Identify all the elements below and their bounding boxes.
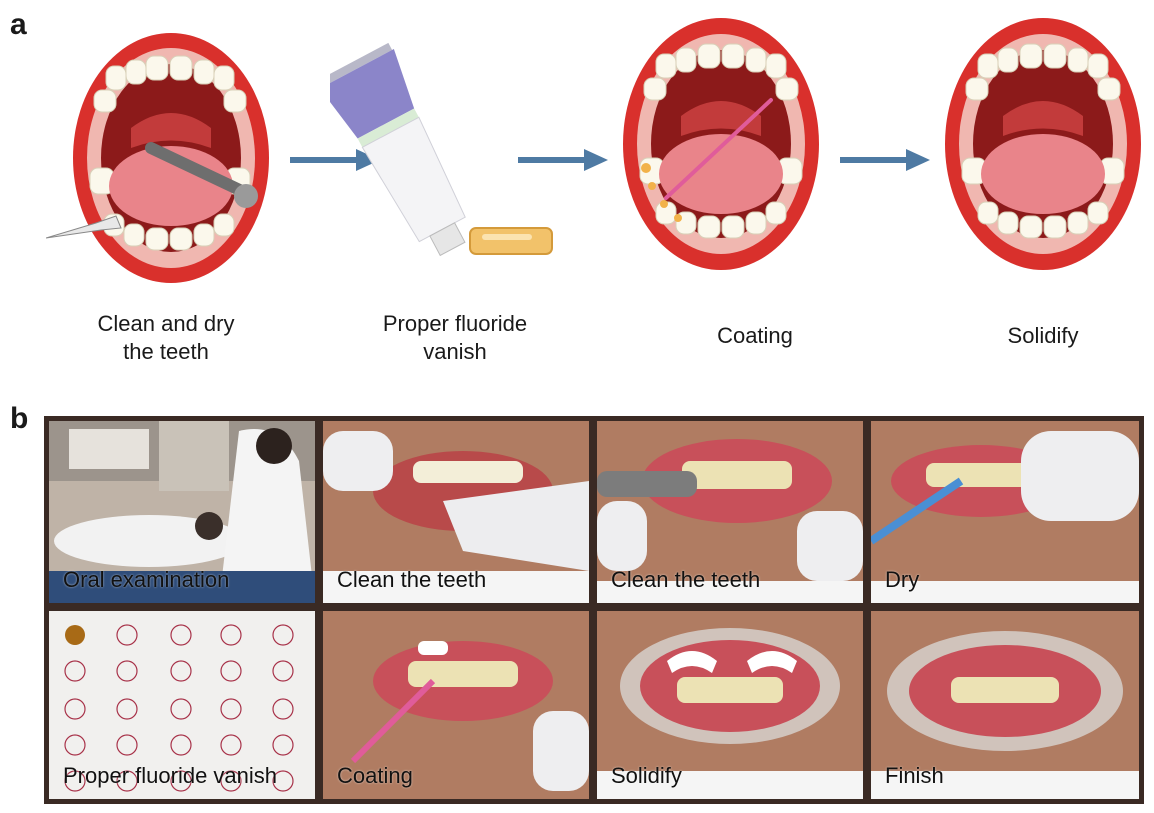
photo-clean-the-teeth-2: Clean the teeth [597,421,863,603]
photo-caption: Dry [885,567,920,592]
photo-caption: Solidify [611,763,682,788]
arrow-right-icon [290,149,380,171]
photo-clean-the-teeth-1: Clean the teeth [323,421,589,603]
photo-coating: Coating [323,611,589,799]
step-label-line: vanish [423,339,487,364]
photo-scene [871,631,1139,799]
step-label-clean-and-dry: Clean and dry the teeth [56,310,276,366]
mouth-cleaning-illustration [46,33,269,283]
panel-b-letter: b [10,402,29,435]
step-label-line: Coating [717,323,793,348]
photo-caption: Clean the teeth [337,567,487,592]
photo-scene [871,431,1139,603]
photo-oral-examination: Oral examination [49,421,315,603]
step-label-line: the teeth [123,339,209,364]
step-label-solidify: Solidify [933,322,1153,350]
photo-caption: Proper fluoride vanish [63,763,278,788]
photo-scene [64,624,294,792]
panel-a-letter: a [10,8,27,41]
photo-scene [597,628,863,799]
arrow-right-icon [840,149,930,171]
photo-proper-fluoride-vanish: Proper fluoride vanish [49,611,315,799]
photo-grid: Oral examination Clean the teeth Clean t… [44,416,1144,804]
step-label-line: Proper fluoride [382,311,528,336]
photo-dry: Dry [871,421,1139,603]
photo-caption: Oral examination [63,567,230,592]
photo-caption: Finish [885,763,944,788]
fluoride-tube-illustration [330,42,553,257]
photo-scene [350,641,589,791]
arrow-right-icon [518,149,608,171]
photo-caption: Coating [337,763,413,788]
mouth-solidify-illustration [945,18,1141,270]
photo-caption: Clean the teeth [611,567,761,592]
mouth-coating-illustration [623,18,819,270]
photo-scene [323,431,589,603]
photo-scene [597,439,863,603]
photo-solidify: Solidify [597,611,863,799]
photo-scene [49,421,315,603]
step-label-line: Solidify [1007,323,1079,348]
photo-finish: Finish [871,611,1139,799]
step-label-fluoride: Proper fluoride vanish [345,310,565,366]
step-label-coating: Coating [645,322,865,350]
step-label-line: Clean and dry [97,311,235,336]
